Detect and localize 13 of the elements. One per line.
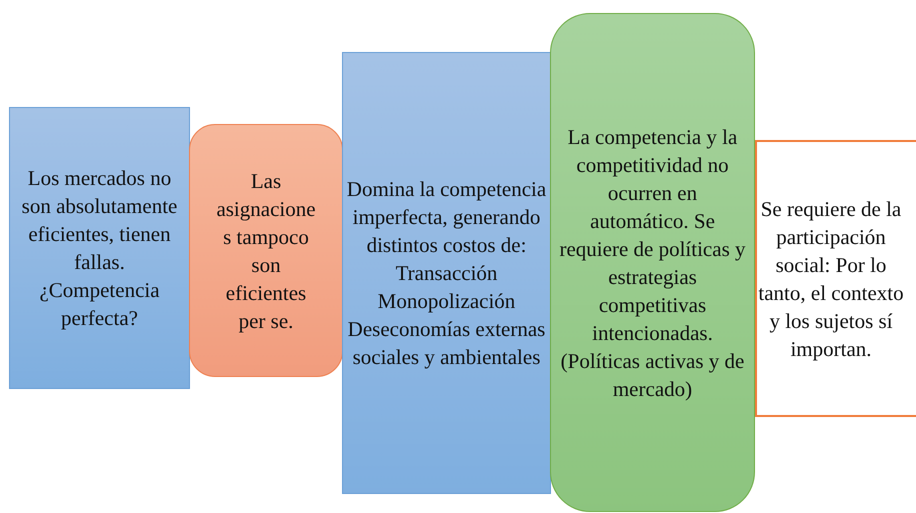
box-text: Se requiere de la participación social: Por lo tanto, el contexto y los sujetos sí importan. (757, 196, 905, 362)
rounded-box (189, 124, 343, 377)
process-box (755, 140, 916, 417)
rounded-box (550, 13, 755, 512)
box-text: Domina la competencia imperfecta, generando distintos costos de: (346, 176, 546, 259)
box-text: La competencia y la competitividad no ocurren en automático. Se requiere de políticas y estrategias competitivas intencionadas. (Políticas activas y de mercado) (558, 124, 746, 402)
process-box (342, 52, 551, 494)
box-text: Monopolización (376, 288, 516, 315)
box-text: Los mercados no son absolutamente eficientes, tienen fallas. ¿Competencia perfecta? (20, 165, 178, 332)
box-text: Transacción (394, 260, 498, 287)
process-box (9, 107, 190, 389)
box-text: Las asignaciones tampoco son eficientes per se. (215, 168, 317, 334)
box-text: Deseconomías externas sociales y ambientales (346, 316, 546, 371)
